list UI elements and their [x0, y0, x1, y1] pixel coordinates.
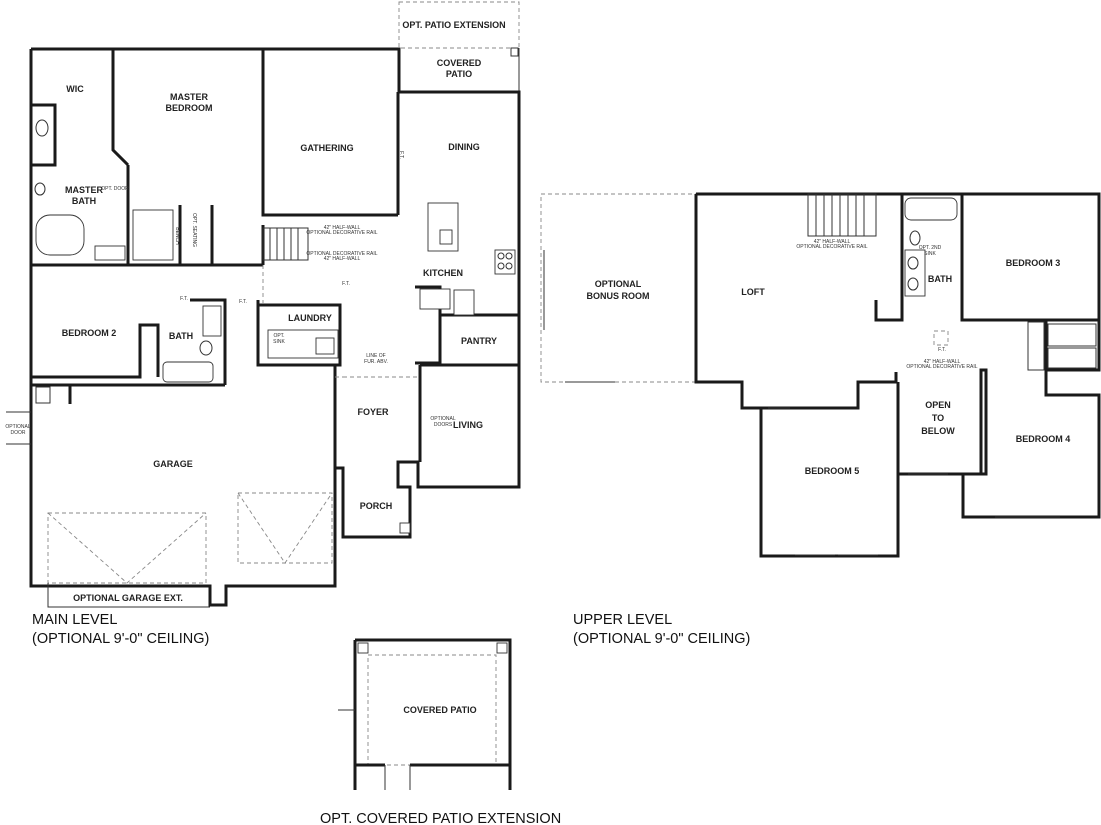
bedroom-5-label: BEDROOM 5 [805, 466, 860, 476]
main-level-caption-2: (OPTIONAL 9'-0" CEILING) [32, 631, 209, 647]
upper-exterior-wall [694, 192, 1101, 558]
master-bedroom-label-1: MASTER [170, 92, 209, 102]
optional-bonus-label-2: BONUS ROOM [587, 291, 650, 301]
opt-sink-note-2: SINK [273, 339, 285, 345]
porch-label: PORCH [360, 501, 393, 511]
master-bedroom-label-2: BEDROOM [166, 103, 213, 113]
main-stairs [262, 227, 309, 261]
optional-garage-ext-label: OPTIONAL GARAGE EXT. [73, 593, 183, 603]
bedroom-4-label: BEDROOM 4 [1016, 434, 1071, 444]
upper-level-plan [540, 192, 1101, 558]
ft-note-2: F.T. [239, 299, 247, 305]
open-to-below-label-3: BELOW [921, 426, 955, 436]
covered-patio-label-1: COVERED [437, 58, 482, 68]
bedroom-3-label: BEDROOM 3 [1006, 258, 1061, 268]
bath-tub [162, 361, 214, 383]
optional-doors-note-2: DOORS [434, 422, 453, 428]
opt-2nd-sink-note-2: SINK [924, 251, 936, 257]
ft-note-3: F.T. [342, 281, 350, 287]
opt-rail-note-1: OPTIONAL DECORATIVE RAIL [306, 251, 377, 257]
main-level-caption-1: MAIN LEVEL [32, 612, 117, 628]
kitchen-label: KITCHEN [423, 268, 463, 278]
half-wall-note-2: OPTIONAL DECORATIVE RAIL [306, 230, 377, 236]
main-exterior-wall [29, 47, 521, 607]
upper-stairs [807, 193, 877, 237]
opt-covered-patio-caption: OPT. COVERED PATIO EXTENSION [320, 811, 561, 825]
half-wall-note-1: 42" HALF-WALL [324, 225, 361, 231]
open-to-below-label-1: OPEN [925, 400, 951, 410]
master-bath-label-1: MASTER [65, 185, 104, 195]
upper-half-wall-note-3: 42" HALF-WALL [924, 359, 961, 365]
optional-door-note-2: DOOR [11, 430, 26, 436]
covered-patio-ext-label: COVERED PATIO [403, 705, 476, 715]
opt-seating-note: OPT. SEATING [191, 213, 197, 247]
fridge [419, 288, 451, 310]
garage-doors [47, 492, 333, 584]
upper-level-caption-2: (OPTIONAL 9'-0" CEILING) [573, 631, 750, 647]
opt-rail-note-2: 42" HALF-WALL [324, 256, 361, 262]
bench-note: BENCH [174, 227, 180, 245]
ft-note-5: F.T. [938, 347, 946, 353]
optional-doors-note-1: OPTIONAL [430, 416, 456, 422]
wic-label: WIC [66, 84, 84, 94]
covered-patio-extension-plan [338, 638, 512, 790]
ft-note-1: F.T. [180, 296, 188, 302]
open-to-below-label-2: TO [932, 413, 944, 423]
opt-door-note: OPT. DOOR [101, 186, 129, 192]
bedroom-2-label: BEDROOM 2 [62, 328, 117, 338]
master-tub [35, 214, 85, 256]
master-bath-label-2: BATH [72, 196, 96, 206]
dining-label: DINING [448, 142, 480, 152]
bath-main-label: BATH [169, 331, 193, 341]
opt-patio-extension-label: OPT. PATIO EXTENSION [402, 20, 505, 30]
upper-half-wall-note-4: OPTIONAL DECORATIVE RAIL [906, 364, 977, 370]
opt-patio-extension-outline [398, 1, 520, 49]
optional-bonus-label-1: OPTIONAL [595, 279, 642, 289]
gathering-label: GATHERING [300, 143, 353, 153]
upper-level-caption-1: UPPER LEVEL [573, 612, 672, 628]
upper-half-wall-note-2: OPTIONAL DECORATIVE RAIL [796, 244, 867, 250]
line-of-fur-note-2: FUR. ABV. [364, 359, 388, 365]
cooktop [494, 249, 516, 275]
opt-2nd-sink-note-1: OPT. 2ND [919, 245, 942, 251]
living-label: LIVING [453, 420, 483, 430]
foyer-label: FOYER [357, 407, 389, 417]
line-of-fur-note-1: LINE OF [366, 353, 385, 359]
upper-tub [904, 197, 958, 221]
laundry-label: LAUNDRY [288, 313, 332, 323]
main-level-plan [6, 1, 521, 608]
ft-note-4: F.T. [398, 151, 404, 159]
pantry-label: PANTRY [461, 336, 497, 346]
opt-sink-note-1: OPT. [273, 333, 284, 339]
bath-upper-label: BATH [928, 274, 952, 284]
master-shower [132, 209, 174, 261]
loft-label: LOFT [741, 287, 765, 297]
garage-label: GARAGE [153, 459, 193, 469]
covered-patio-label-2: PATIO [446, 69, 472, 79]
upper-half-wall-note-1: 42" HALF-WALL [814, 239, 851, 245]
optional-door-note-1: OPTIONAL [5, 424, 31, 430]
